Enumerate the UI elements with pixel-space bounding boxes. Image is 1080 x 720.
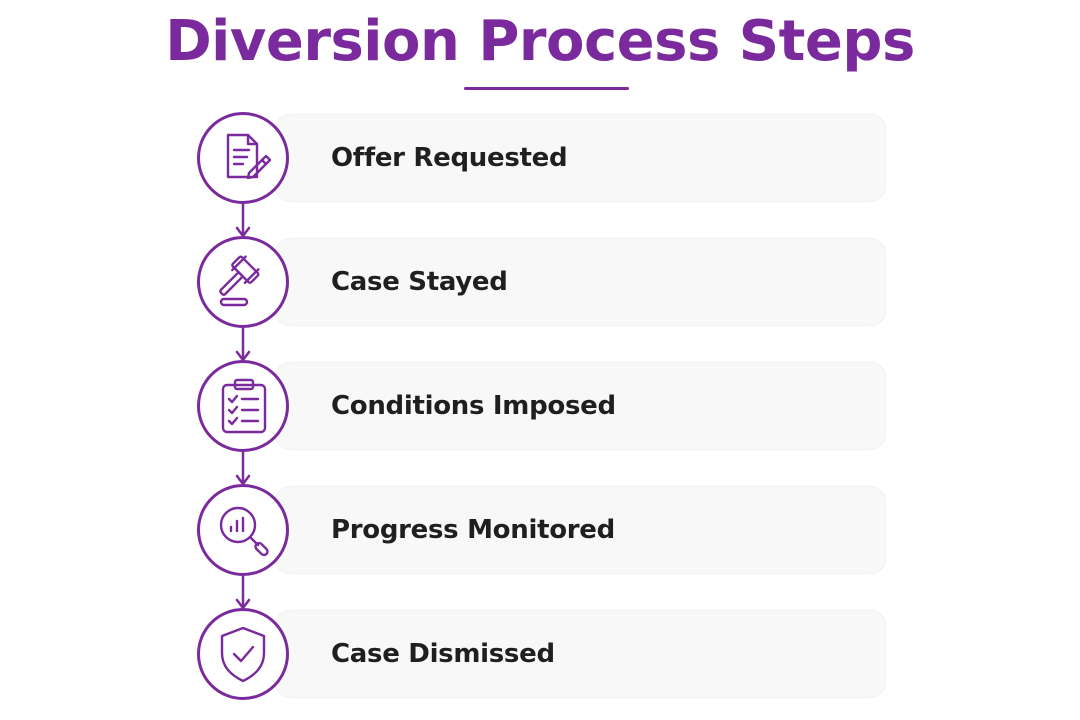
chart-magnifier-icon	[219, 506, 269, 557]
step-icon-circle	[197, 484, 289, 576]
step-card-conditions-imposed: Conditions Imposed	[276, 363, 885, 449]
step-label: Progress Monitored	[331, 515, 615, 545]
shield-check-icon	[220, 626, 266, 683]
step-icon-circle	[197, 360, 289, 452]
step-icon-circle	[197, 236, 289, 328]
gavel-icon	[219, 255, 260, 307]
step-icon-circle	[197, 112, 289, 204]
step-card-case-stayed: Case Stayed	[276, 239, 885, 325]
step-label: Case Stayed	[331, 267, 508, 297]
step-label: Conditions Imposed	[331, 391, 616, 421]
clipboard-checklist-icon	[221, 378, 267, 434]
page-title: Diversion Process Steps	[165, 9, 915, 74]
step-card-case-dismissed: Case Dismissed	[276, 611, 885, 697]
document-pen-icon	[226, 133, 272, 180]
step-card-progress-monitored: Progress Monitored	[276, 487, 885, 573]
step-icon-circle	[197, 608, 289, 700]
title-underline	[464, 87, 629, 90]
step-label: Offer Requested	[331, 143, 568, 173]
step-label: Case Dismissed	[331, 639, 555, 669]
step-card-offer-requested: Offer Requested	[276, 115, 885, 201]
